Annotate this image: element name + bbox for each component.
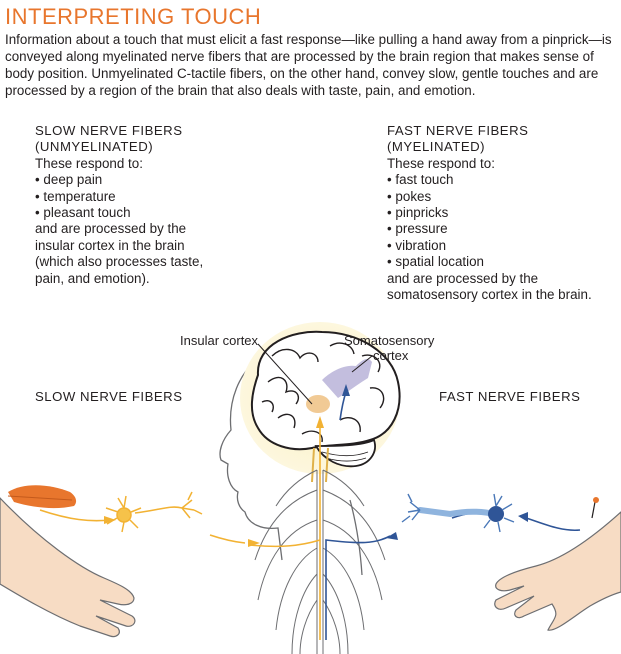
fast-processed: and are processed by the somatosensory c… bbox=[387, 270, 592, 303]
list-item: pinpricks bbox=[387, 205, 617, 221]
fast-fibers-panel: FAST NERVE FIBERS (MYELINATED) These res… bbox=[387, 123, 617, 303]
list-item: deep pain bbox=[35, 172, 265, 188]
intro-paragraph: Information about a touch that must elic… bbox=[5, 32, 612, 98]
fast-heading: FAST NERVE FIBERS bbox=[387, 123, 529, 138]
fast-subheading: (MYELINATED) bbox=[387, 139, 486, 155]
feather-icon bbox=[7, 485, 77, 509]
slow-fibers-panel: SLOW NERVE FIBERS (UNMYELINATED) These r… bbox=[35, 123, 265, 287]
slow-respond: These respond to: bbox=[35, 155, 143, 171]
list-item: pleasant touch bbox=[35, 205, 265, 221]
slow-neuron bbox=[105, 491, 203, 533]
slow-side-label: SLOW NERVE FIBERS bbox=[35, 389, 183, 404]
somatosensory-label: Somatosensory bbox=[344, 333, 435, 348]
left-hand bbox=[0, 497, 136, 638]
list-item: pokes bbox=[387, 189, 617, 205]
list-item: fast touch bbox=[387, 172, 617, 188]
page-title: INTERPRETING TOUCH bbox=[5, 4, 262, 29]
slow-heading: SLOW NERVE FIBERS bbox=[35, 123, 183, 138]
fast-respond: These respond to: bbox=[387, 155, 495, 171]
somatosensory-region bbox=[322, 359, 372, 398]
somatosensory-label-2: cortex bbox=[373, 348, 409, 363]
slow-processed: and are processed by the insular cortex … bbox=[35, 221, 204, 286]
list-item: pressure bbox=[387, 221, 617, 237]
pin-icon bbox=[591, 497, 599, 519]
list-item: temperature bbox=[35, 189, 265, 205]
brain bbox=[251, 330, 401, 483]
fast-side-label: FAST NERVE FIBERS bbox=[439, 389, 581, 404]
slow-list: deep pain temperature pleasant touch bbox=[35, 172, 265, 221]
fast-list: fast touch pokes pinpricks pressure vibr… bbox=[387, 172, 617, 270]
fast-neuron bbox=[401, 493, 515, 533]
insular-region bbox=[306, 395, 330, 413]
right-hand bbox=[494, 511, 621, 631]
slow-subheading: (UNMYELINATED) bbox=[35, 139, 154, 155]
list-item: vibration bbox=[387, 238, 617, 254]
insular-cortex-label: Insular cortex bbox=[180, 333, 259, 348]
list-item: spatial location bbox=[387, 254, 617, 270]
